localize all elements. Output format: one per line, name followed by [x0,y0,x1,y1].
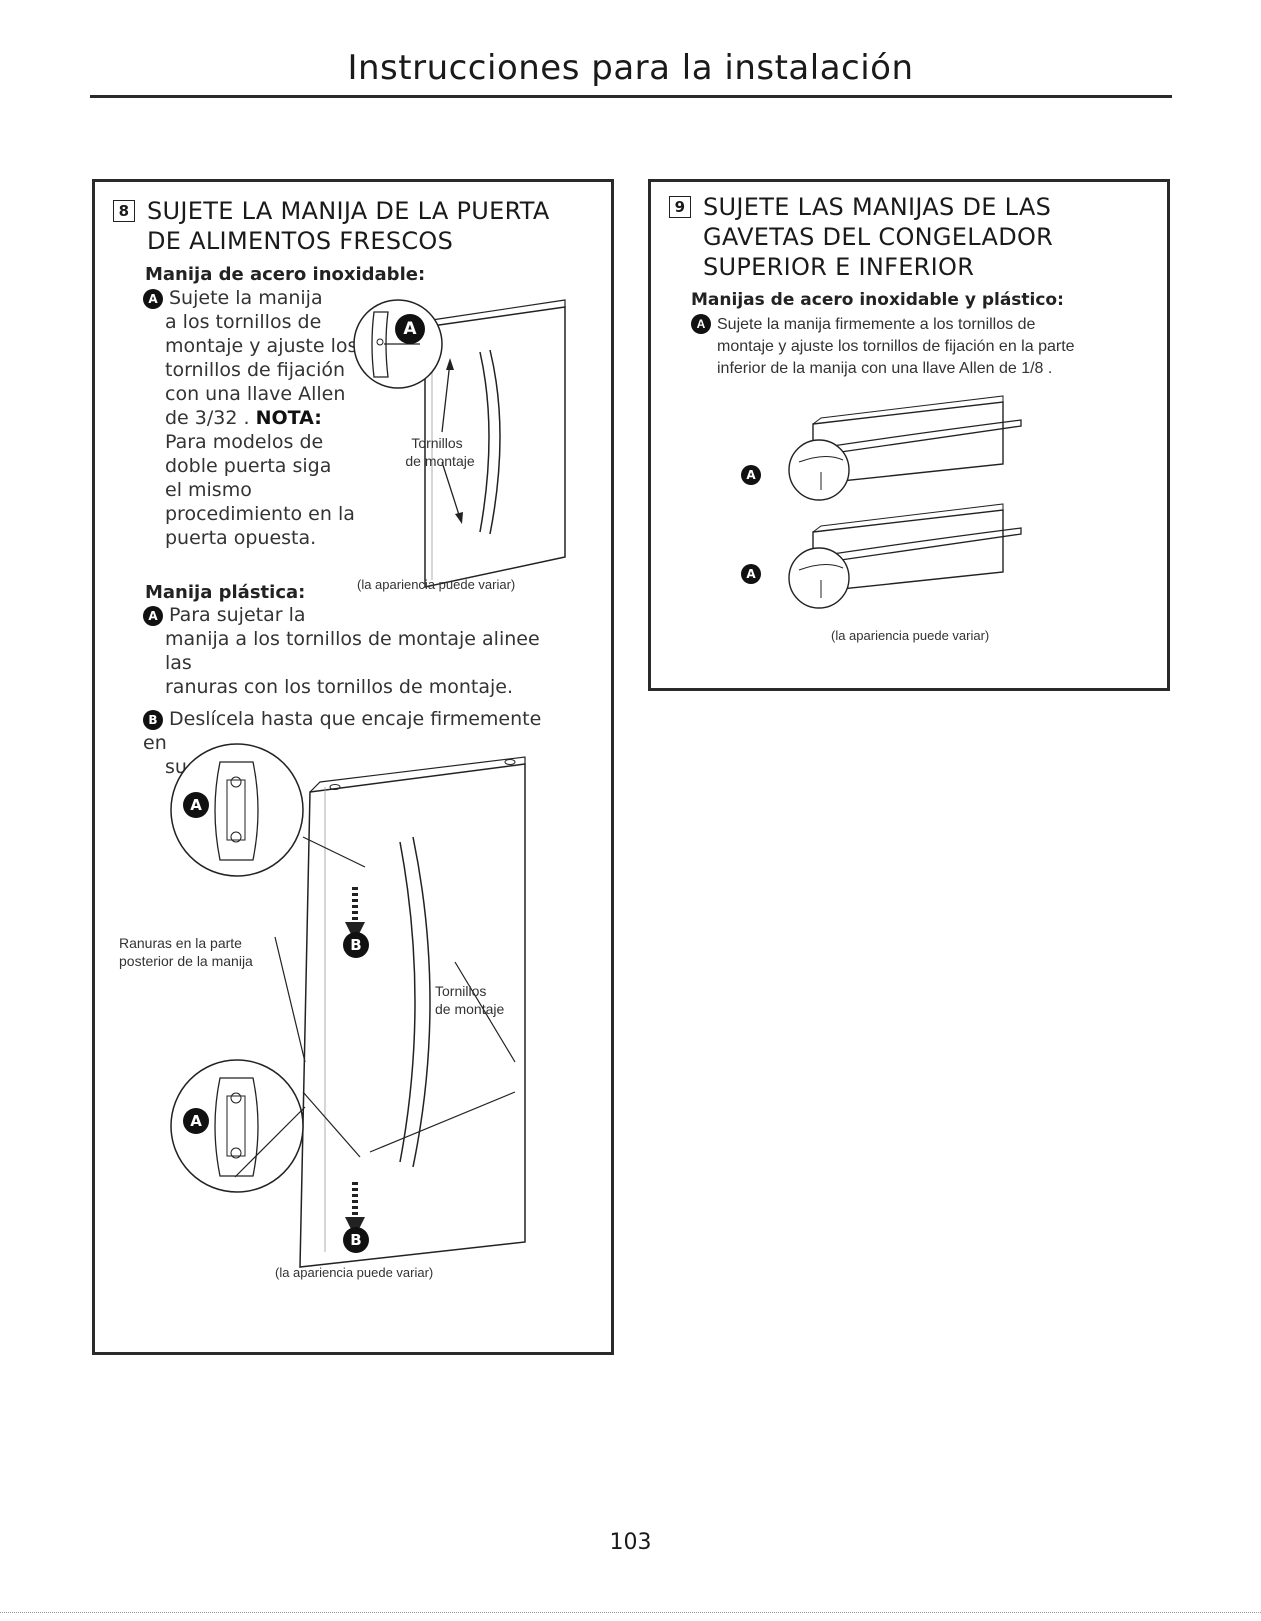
step-8-heading: 8 SUJETE LA MANIJA DE LA PUERTA [113,196,550,226]
stainless-caption: (la apariencia puede variar) [357,577,516,592]
plastic-figure-badge-b-top: B [343,932,369,958]
note-line-4: procedimiento en la [165,503,355,525]
stainless-line-3: montaje y ajuste los [165,335,358,357]
step-8-heading-line2: DE ALIMENTOS FRESCOS [147,227,454,255]
stainless-line-4: tornillos de fijación [165,359,346,381]
plastic-b-line1: Deslícela hasta que encaje firmemente en [143,708,542,754]
step-9-instructions: A Sujete la manija firmemente a los torni… [691,314,1151,380]
step-9-heading-line1: SUJETE LAS MANIJAS DE LAS [703,193,1052,221]
step-9-figure-badge-a-top: A [741,465,761,485]
bottom-divider [0,1612,1261,1613]
note-line-5: puerta opuesta. [165,527,317,549]
step-8-badge-a: A [143,289,163,309]
slots-label: Ranuras en la parte posterior de la mani… [119,934,279,970]
step-9-heading-line3: SUPERIOR E INFERIOR [703,253,975,281]
stainless-line-1: Sujete la manija [169,287,323,309]
plastic-screws-label: Tornillos de montaje [435,982,535,1018]
note-label: NOTA: [255,407,322,429]
stainless-line-2: a los tornillos de [165,311,322,333]
step-9-subheading: Manijas de acero inoxidable y plástico: [691,290,1064,310]
step-9-caption: (la apariencia puede variar) [831,628,990,643]
freezer-handles-illustration [788,395,1022,609]
plastic-screws-label-line2: de montaje [435,1001,505,1017]
slots-label-line2: posterior de la manija [119,953,253,969]
stainless-screws-label-1: Tornillos [411,435,463,451]
note-line-2: doble puerta siga [165,455,332,477]
plastic-badge-b: B [143,710,163,730]
plastic-figure-badge-a-bottom: A [183,1108,209,1134]
step-9-number: 9 [669,196,691,218]
plastic-handle-illustration [170,743,526,1268]
note-line-1: Para modelos de [165,431,324,453]
step-9-heading: 9 SUJETE LAS MANIJAS DE LAS [669,192,1051,222]
step-9-panel: 9 SUJETE LAS MANIJAS DE LAS GAVETAS DEL C… [648,179,1170,691]
plastic-figure-badge-b-bottom: B [343,1227,369,1253]
step-8-panel: 8 SUJETE LA MANIJA DE LA PUERTA DE ALIMEN… [92,179,614,1355]
note-line-3: el mismo [165,479,252,501]
plastic-badge-a: A [143,606,163,626]
step-9-line3: inferior de la manija con una llave Alle… [717,360,1053,377]
page-title: Instrucciones para la instalación [347,48,914,88]
plastic-a-line3: ranuras con los tornillos de montaje. [165,676,513,698]
step-9-heading-line2: GAVETAS DEL CONGELADOR [703,223,1054,251]
page-number: 103 [609,1530,652,1555]
plastic-a-line2: manija a los tornillos de montaje alinee… [165,628,540,674]
step-9-figure-badge-a-bottom: A [741,564,761,584]
step-9-badge-a: A [691,314,711,334]
plastic-a-line1: Para sujetar la [169,604,306,626]
step-8-number: 8 [113,200,135,222]
title-divider [90,95,1172,98]
stainless-subheading: Manija de acero inoxidable: [145,264,426,285]
stainless-handle-illustration [353,299,566,588]
stainless-figure-badge-a: A [395,314,425,344]
plastic-caption: (la apariencia puede variar) [275,1265,434,1280]
stainless-line-6: de 3/32 . [165,407,250,429]
stainless-line-5: con una llave Allen [165,383,346,405]
plastic-screws-label-line1: Tornillos [435,983,487,999]
stainless-instructions: A Sujete la manija a los tornillos de mon… [143,286,373,550]
plastic-figure-badge-a-top: A [183,792,209,818]
step-8-heading-line1: SUJETE LA MANIJA DE LA PUERTA [147,197,550,225]
plastic-instructions: A Para sujetar la manija a los tornillos … [143,603,563,779]
stainless-screws-label-2: de montaje [405,453,475,469]
step-9-line2: montaje y ajuste los tornillos de fijaci… [717,338,1075,355]
plastic-subheading: Manija plástica: [145,582,306,603]
step-9-line1: Sujete la manija firmemente a los tornil… [717,316,1036,333]
slots-label-line1: Ranuras en la parte [119,935,242,951]
